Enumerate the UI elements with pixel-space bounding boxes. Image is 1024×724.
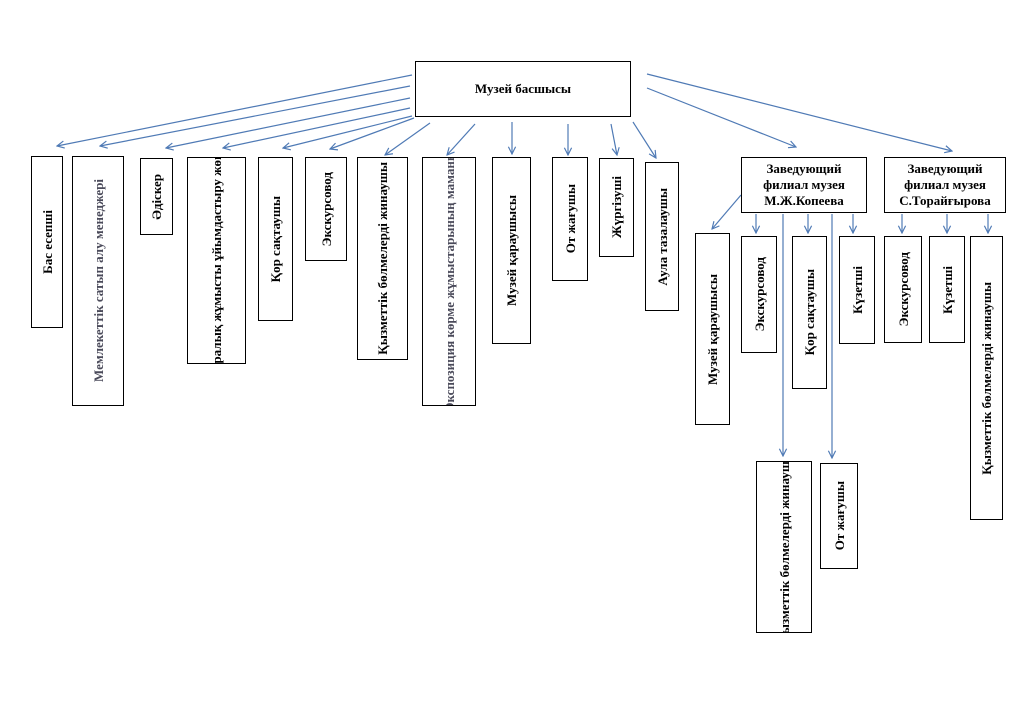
b1-box-watchman: Күзетші <box>839 236 875 344</box>
b2-box-guide: Экскурсовод <box>884 236 922 343</box>
branch2-line-1: Заведующий <box>907 161 983 176</box>
b1-label-room-cleaner: Қызметтік бөлмелерді жинаушы <box>776 461 792 633</box>
box-procurement-manager: Мемлекеттік сатып алу менеджері <box>72 156 124 406</box>
root-label: Музей басшысы <box>474 81 572 96</box>
label-fund-keeper: Қор сақтаушы <box>268 195 283 283</box>
branch2-line-3: С.Торайғырова <box>899 193 991 208</box>
label-methodologist: Әдіскер <box>149 173 164 220</box>
arrow-to-driver <box>610 123 617 155</box>
b1-box-stoker: От жағушы <box>820 463 858 569</box>
arrow-to-yard-cleaner <box>632 121 656 158</box>
arrow-to-fund-keeper <box>283 115 413 148</box>
branch2-box-toraigyrov: Заведующий филиал музея С.Торайғырова <box>884 157 1006 213</box>
box-room-cleaner: Қызметтік бөлмелерді жинаушы <box>357 157 408 360</box>
label-mass-work: Бұқаралық жұмысты ұйымдастыру жөнінде <box>209 157 224 364</box>
label-procurement-manager: Мемлекеттік сатып алу менеджері <box>90 179 106 383</box>
b1-label-watchman: Күзетші <box>849 266 865 314</box>
arrow-to-branch1 <box>646 87 796 147</box>
label-exposition-specialist: Экспозиция көрме жұмыстарының маманы <box>441 157 457 406</box>
box-museum-keeper: Музей қараушысы <box>492 157 531 344</box>
b2-label-watchman: Күзетші <box>939 265 955 314</box>
b2-box-room-cleaner: Қызметтік бөлмелерді жинаушы <box>970 236 1003 520</box>
arrow-to-room-cleaner <box>385 122 431 155</box>
box-chief-accountant: Бас есепші <box>31 156 63 328</box>
label-chief-accountant: Бас есепші <box>39 210 55 274</box>
arrow-to-exposition-specialist <box>447 123 476 155</box>
b1-box-fund-keeper: Қор сақтаушы <box>792 236 827 389</box>
b1-box-guide: Экскурсовод <box>741 236 777 353</box>
arrow-to-procurement-manager <box>100 85 411 146</box>
branch1-line-1: Заведующий <box>766 161 842 176</box>
b1-label-stoker: От жағушы <box>831 481 847 551</box>
box-fund-keeper: Қор сақтаушы <box>258 157 293 321</box>
box-exposition-specialist: Экспозиция көрме жұмыстарының маманы <box>422 157 476 406</box>
label-stoker: От жағушы <box>562 184 578 254</box>
arrow-b1-museum-keeper <box>712 194 742 229</box>
arrow-to-guide <box>330 117 415 149</box>
box-driver: Жүргізуші <box>599 158 634 257</box>
branch1-line-2: филиал музея <box>763 177 845 192</box>
branch1-line-3: М.Ж.Копеева <box>764 193 844 208</box>
b2-label-room-cleaner: Қызметтік бөлмелерді жинаушы <box>979 281 994 475</box>
label-room-cleaner: Қызметтік бөлмелерді жинаушы <box>375 162 390 355</box>
branch2-line-2: филиал музея <box>904 177 986 192</box>
label-museum-keeper: Музей қараушысы <box>504 195 519 306</box>
box-methodologist: Әдіскер <box>140 158 173 235</box>
box-stoker: От жағушы <box>552 157 588 281</box>
label-guide: Экскурсовод <box>318 171 334 247</box>
b1-label-fund-keeper: Қор сақтаушы <box>802 269 817 356</box>
arrow-to-methodologist <box>166 97 411 148</box>
root-box-museum-director: Музей басшысы <box>415 61 631 117</box>
b1-label-guide: Экскурсовод <box>751 257 767 332</box>
branch1-box-kopeev: Заведующий филиал музея М.Ж.Копеева <box>741 157 867 213</box>
arrow-to-mass-work <box>223 107 411 148</box>
b2-box-watchman: Күзетші <box>929 236 965 343</box>
label-driver: Жүргізуші <box>609 176 624 239</box>
box-guide: Экскурсовод <box>305 157 347 261</box>
b2-label-guide: Экскурсовод <box>895 252 911 327</box>
label-yard-cleaner: Аула тазалаушы <box>654 187 670 286</box>
box-mass-work: Бұқаралық жұмысты ұйымдастыру жөнінде <box>187 157 246 364</box>
b1-box-room-cleaner: Қызметтік бөлмелерді жинаушы <box>756 461 812 633</box>
arrow-to-branch2 <box>646 73 952 151</box>
arrow-to-chief-accountant <box>57 74 413 146</box>
box-yard-cleaner: Аула тазалаушы <box>645 162 679 311</box>
b1-box-museum-keeper: Музей қараушысы <box>695 233 730 425</box>
b1-label-museum-keeper: Музей қараушысы <box>705 273 720 385</box>
